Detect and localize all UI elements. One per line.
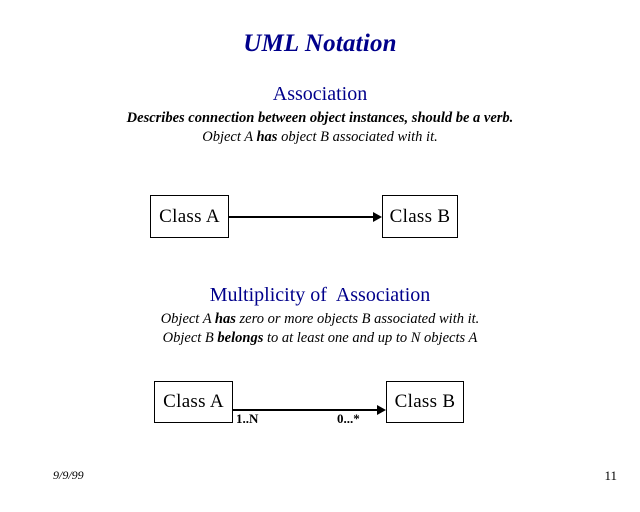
mult-desc1-suffix: zero or more objects B associated with i… [235, 311, 480, 327]
section-heading-association: Association [272, 83, 368, 105]
mult-desc1-emphasis: has [214, 311, 236, 327]
multiplicity-class-box-b: Class B [386, 381, 464, 423]
multiplicity-connector-line [233, 409, 381, 411]
association-connector-line [229, 216, 377, 218]
multiplicity-arrow-icon [377, 405, 386, 415]
mult-desc1-prefix: Object A [160, 311, 215, 327]
association-class-box-a: Class A [150, 195, 229, 238]
section-heading-multiplicity: Multiplicity of Association [209, 284, 431, 306]
association-arrow-icon [373, 212, 382, 222]
page-title: UML Notation [243, 30, 397, 57]
mult-desc2-suffix: to at least one and up to N objects A [263, 330, 478, 346]
association-class-box-b: Class B [382, 195, 458, 238]
multiplicity-description-line-1: Object A has zero or more objects B asso… [0, 311, 640, 328]
footer-page-number: 11 [604, 468, 617, 483]
assoc-desc2-suffix: object B associated with it. [277, 129, 438, 145]
association-description-line-2: Object A has object B associated with it… [0, 129, 640, 146]
multiplicity-description-line-2: Object B belongs to at least one and up … [0, 330, 640, 347]
multiplicity-class-box-a: Class A [154, 381, 233, 423]
multiplicity-label-source: 1..N [236, 411, 259, 426]
mult-desc2-emphasis: belongs [217, 330, 264, 346]
association-description-line-1: Describes connection between object inst… [126, 110, 514, 126]
assoc-desc2-prefix: Object A [202, 129, 257, 145]
footer-date: 9/9/99 [53, 468, 84, 482]
multiplicity-label-target: 0...* [337, 411, 360, 426]
assoc-desc2-emphasis: has [256, 129, 278, 145]
mult-desc2-prefix: Object B [162, 330, 218, 346]
